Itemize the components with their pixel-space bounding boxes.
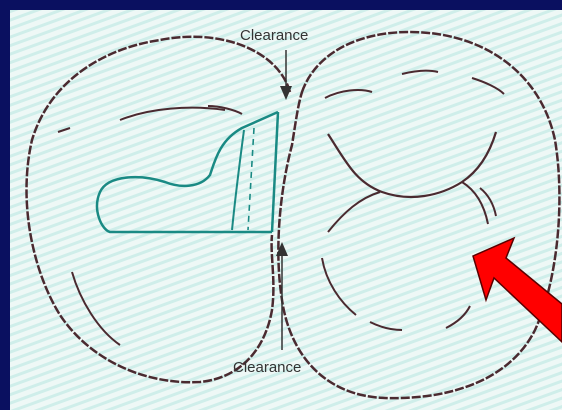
tooth-diagram: Clearance Clearance [10, 10, 562, 410]
top-clearance-label: Clearance [240, 27, 308, 44]
bottom-clearance-label: Clearance [233, 359, 301, 376]
diagram-panel: Clearance Clearance [10, 10, 562, 410]
